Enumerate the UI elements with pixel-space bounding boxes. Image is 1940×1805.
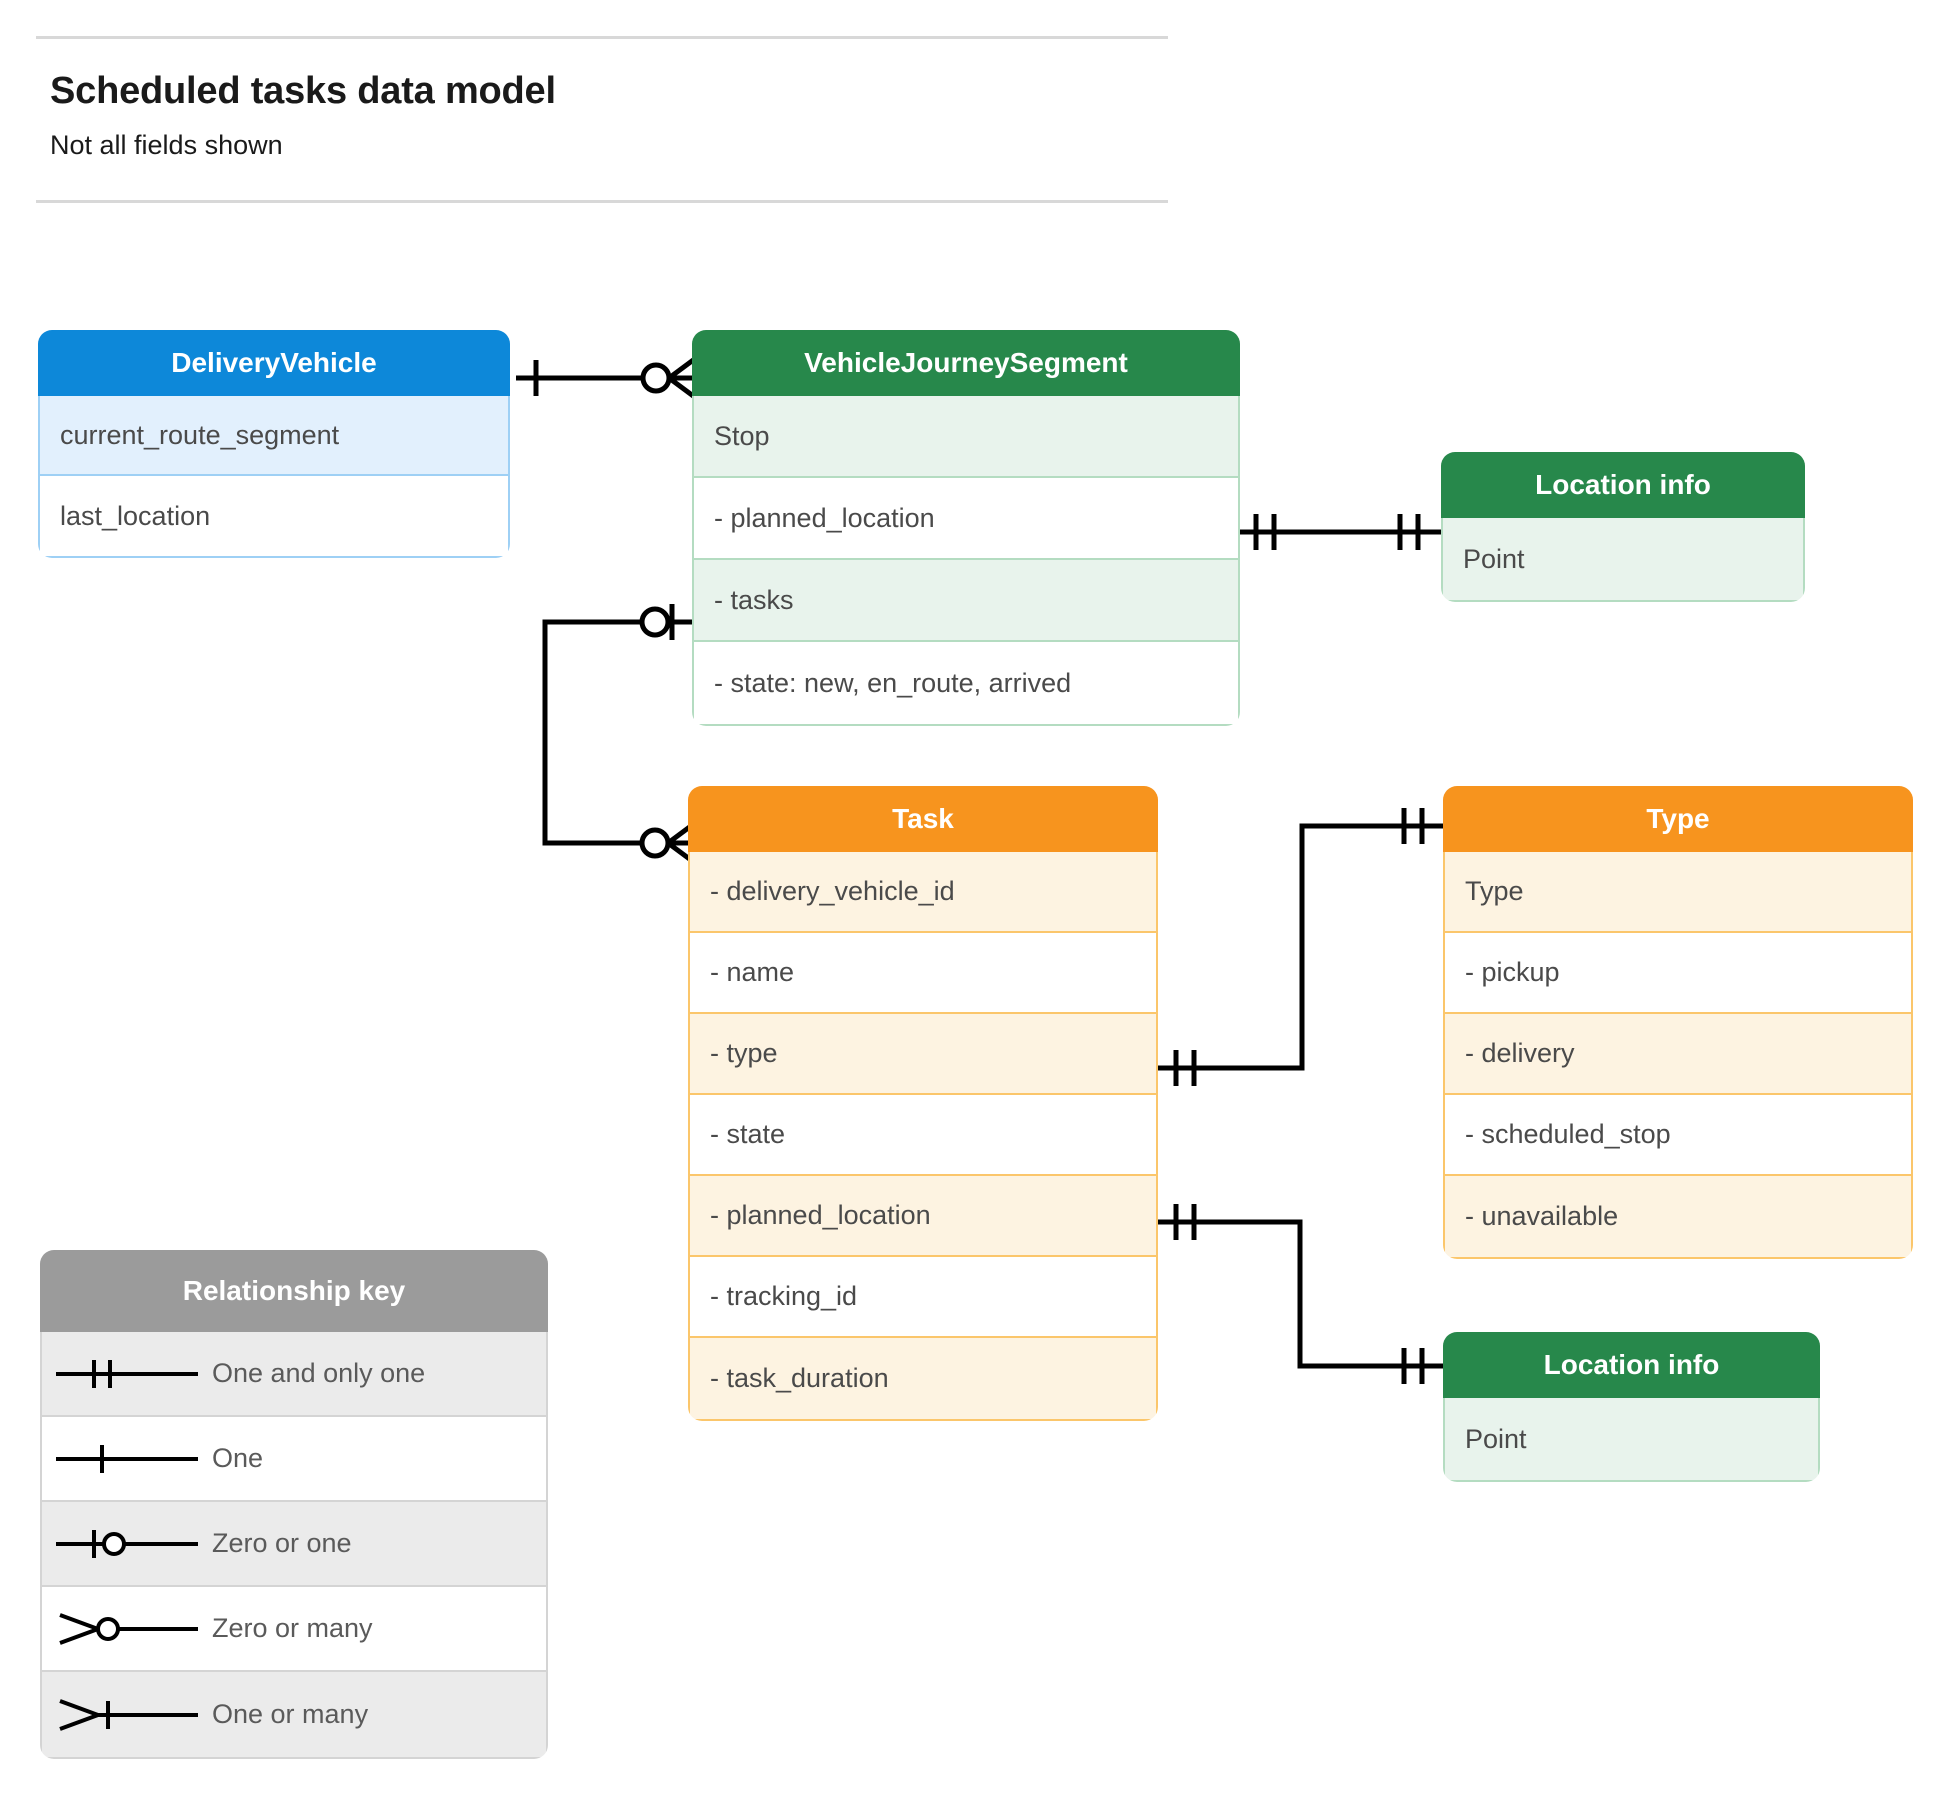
entity-location-info-bottom-rows: Point [1443,1398,1820,1482]
one-and-only-one-icon [42,1354,212,1394]
legend-title: Relationship key [40,1250,548,1332]
field-row[interactable]: - unavailable [1445,1176,1911,1257]
entity-type-title: Type [1443,786,1913,852]
entity-task-rows: - delivery_vehicle_id - name - type - st… [688,852,1158,1421]
header-divider-bottom [36,200,1168,203]
entity-location-info-bottom-title: Location info [1443,1332,1820,1398]
entity-location-info-top-title: Location info [1441,452,1805,518]
page-title: Scheduled tasks data model [50,70,556,112]
entity-location-info-bottom[interactable]: Location info Point [1443,1332,1820,1482]
entity-vehicle-journey-segment-rows: Stop - planned_location - tasks - state:… [692,396,1240,726]
field-row[interactable]: - planned_location [694,478,1238,560]
entity-delivery-vehicle[interactable]: DeliveryVehicle current_route_segment la… [38,330,510,558]
field-row[interactable]: - tracking_id [690,1257,1156,1338]
entity-delivery-vehicle-rows: current_route_segment last_location [38,396,510,558]
header-divider-top [36,36,1168,39]
page-subtitle: Not all fields shown [50,130,283,160]
legend-item[interactable]: One or many [42,1672,546,1757]
legend-item-label: One [212,1443,264,1473]
connector-tasks-task [542,604,701,869]
field-row[interactable]: - task_duration [690,1338,1156,1419]
zero-or-one-icon [42,1524,212,1564]
field-row[interactable]: - planned_location [690,1176,1156,1257]
field-row[interactable]: - delivery [1445,1014,1911,1095]
field-row[interactable]: - delivery_vehicle_id [690,852,1156,933]
field-row[interactable]: Type [1445,852,1911,933]
legend-item-label: Zero or one [212,1528,352,1558]
entity-task-title: Task [688,786,1158,852]
entity-location-info-top-rows: Point [1441,518,1805,602]
legend-item-label: One or many [212,1699,369,1729]
entity-type[interactable]: Type Type - pickup - delivery - schedule… [1443,786,1913,1259]
one-icon [42,1439,212,1479]
field-row[interactable]: - tasks [694,560,1238,642]
field-row[interactable]: - type [690,1014,1156,1095]
legend-relationship-key[interactable]: Relationship key One and only one [40,1250,548,1759]
entity-vehicle-journey-segment-title: VehicleJourneySegment [692,330,1240,396]
legend-item[interactable]: Zero or one [42,1502,546,1587]
field-row[interactable]: - name [690,933,1156,1014]
field-row[interactable]: Point [1443,518,1803,600]
one-or-many-icon [42,1695,212,1735]
entity-vehicle-journey-segment[interactable]: VehicleJourneySegment Stop - planned_loc… [692,330,1240,726]
entity-task[interactable]: Task - delivery_vehicle_id - name - type… [688,786,1158,1421]
entity-location-info-top[interactable]: Location info Point [1441,452,1805,602]
field-row[interactable]: Stop [694,396,1238,478]
zero-or-many-icon [42,1609,212,1649]
connector-plannedlocation-locationinfo-top [1240,514,1441,550]
field-row[interactable]: - pickup [1445,933,1911,1014]
entity-type-rows: Type - pickup - delivery - scheduled_sto… [1443,852,1913,1259]
field-row[interactable]: - scheduled_stop [1445,1095,1911,1176]
legend-item[interactable]: Zero or many [42,1587,546,1672]
field-row[interactable]: - state [690,1095,1156,1176]
legend-item-label: Zero or many [212,1613,373,1643]
field-row[interactable]: - state: new, en_route, arrived [694,642,1238,724]
connector-task-plannedlocation-locationinfo-bottom [1158,1204,1443,1384]
field-row[interactable]: last_location [40,476,508,556]
entity-delivery-vehicle-title: DeliveryVehicle [38,330,510,396]
legend-item[interactable]: One and only one [42,1332,546,1417]
connector-deliveryvehicle-vehiclejourneysegment [516,352,702,404]
connector-task-type [1158,808,1443,1086]
field-row[interactable]: Point [1445,1398,1818,1480]
legend-item-label: One and only one [212,1358,426,1388]
legend-item[interactable]: One [42,1417,546,1502]
legend-rows: One and only one One [40,1332,548,1759]
field-row[interactable]: current_route_segment [40,396,508,476]
